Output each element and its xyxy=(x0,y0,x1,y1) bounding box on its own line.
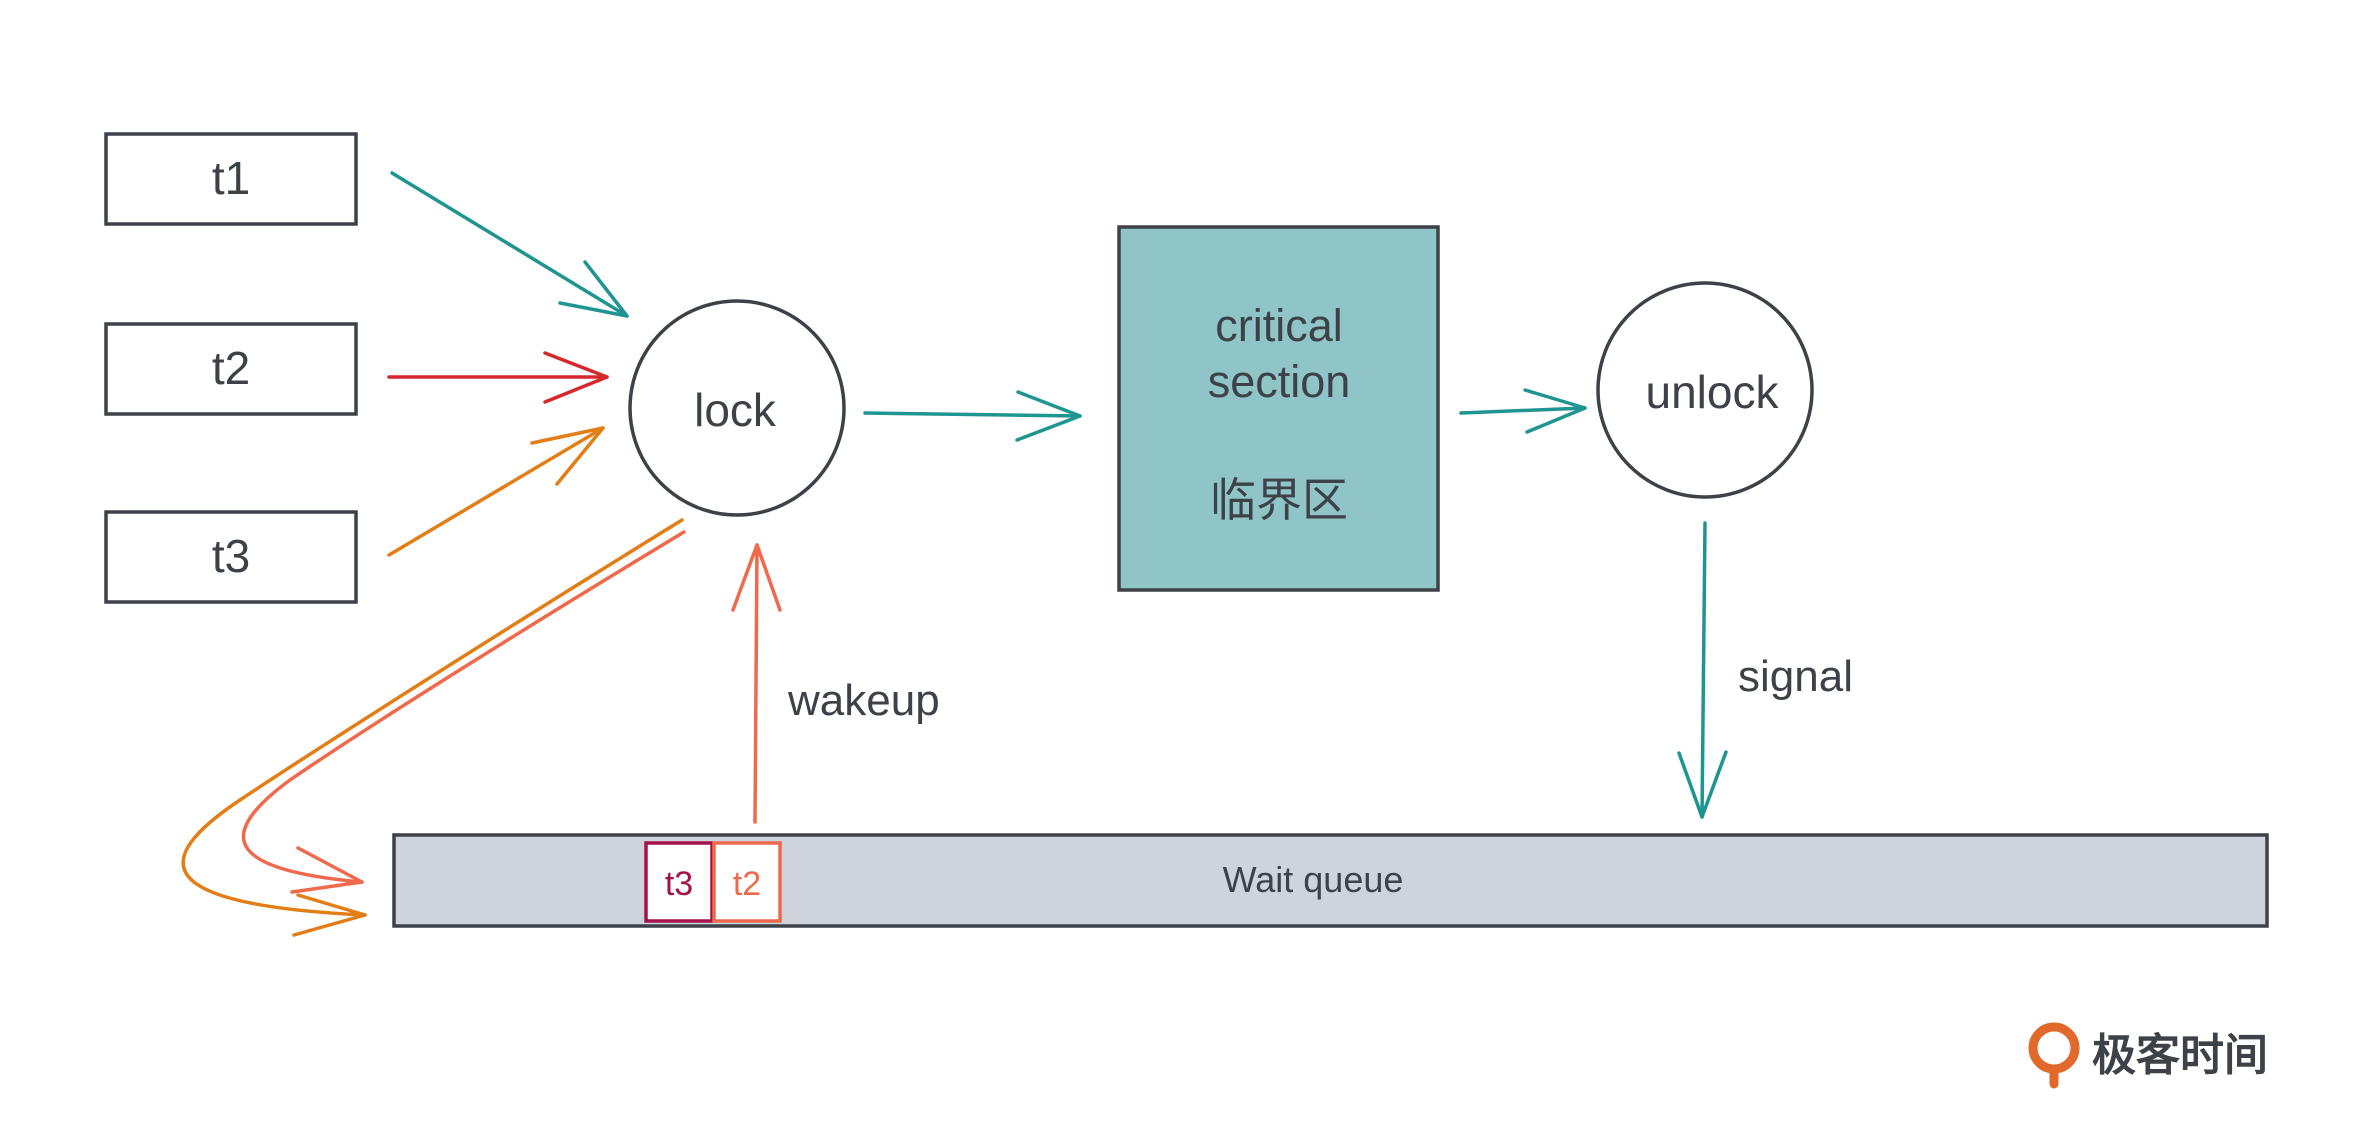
wakeup-label: wakeup xyxy=(787,676,940,725)
arrow-t3-to-lock xyxy=(387,426,605,557)
arrow-wakeup xyxy=(731,543,782,824)
wait-queue-item-t2: t2 xyxy=(712,841,782,923)
arrow-signal xyxy=(1677,521,1728,819)
thread-t3: t3 xyxy=(104,510,358,604)
wait-queue: Wait queue t3 t2 xyxy=(392,833,2269,928)
thread-t2-label: t2 xyxy=(212,342,250,394)
brand-watermark: 极客时间 xyxy=(2028,1022,2268,1089)
arrow-lock-to-queue-coral xyxy=(241,530,686,894)
wait-queue-item-t2-label: t2 xyxy=(733,865,761,903)
thread-t1-label: t1 xyxy=(212,152,250,204)
lock-node: lock xyxy=(628,299,846,517)
signal-label: signal xyxy=(1738,652,1853,701)
arrow-lock-to-critical xyxy=(863,390,1082,442)
wait-queue-item-t3: t3 xyxy=(644,841,714,923)
brand-logo-icon xyxy=(2028,1022,2080,1089)
wait-queue-item-t3-label: t3 xyxy=(665,865,693,903)
critical-section-line3: 临界区 xyxy=(1210,473,1348,527)
critical-section-line2: section xyxy=(1208,356,1351,407)
lock-label: lock xyxy=(694,384,777,436)
thread-t2: t2 xyxy=(104,322,358,416)
thread-t3-label: t3 xyxy=(212,530,250,582)
arrow-t2-to-lock xyxy=(387,351,609,404)
arrow-lock-to-queue-orange xyxy=(181,518,684,937)
thread-t1: t1 xyxy=(104,132,358,226)
unlock-label: unlock xyxy=(1646,366,1780,418)
arrow-t1-to-lock xyxy=(390,171,629,318)
unlock-node: unlock xyxy=(1596,281,1814,499)
critical-section-line1: critical xyxy=(1215,300,1343,351)
brand-name: 极客时间 xyxy=(2092,1030,2268,1081)
critical-section-box: critical section 临界区 xyxy=(1117,225,1440,592)
wait-queue-label: Wait queue xyxy=(1223,859,1404,900)
arrow-critical-to-unlock xyxy=(1459,388,1587,434)
